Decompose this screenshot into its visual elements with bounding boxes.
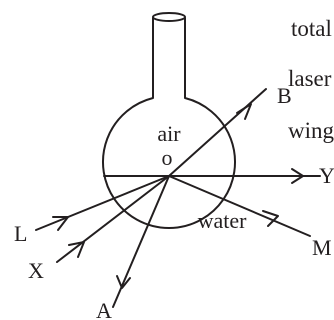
ray-label-b: B xyxy=(277,83,292,108)
ray-lo xyxy=(35,175,170,231)
ray-xo xyxy=(56,175,170,263)
arrowhead-y xyxy=(291,168,304,184)
ray-ob xyxy=(168,88,267,177)
side-text-line-1: total xyxy=(291,16,332,41)
region-label-water: water xyxy=(198,208,248,233)
arrowhead-x xyxy=(68,241,85,258)
ray-ao xyxy=(112,175,170,308)
ray-label-x: X xyxy=(28,258,44,283)
arrowhead-a xyxy=(116,275,131,289)
region-label-air: air xyxy=(157,121,181,146)
ray-label-a: A xyxy=(96,298,112,320)
flask-outline xyxy=(102,17,236,229)
ray-label-m: M xyxy=(312,235,332,260)
flask-mouth-rim xyxy=(152,12,186,22)
ray-label-l: L xyxy=(14,221,27,246)
side-text-line-3: wing xyxy=(288,118,334,143)
arrowhead-l xyxy=(52,216,69,231)
side-text-line-2: laser xyxy=(288,66,332,91)
arrowhead-m xyxy=(262,210,279,227)
ray-om xyxy=(168,175,311,237)
arrowhead-b xyxy=(236,103,252,120)
point-label-o: o xyxy=(162,145,173,170)
ray-label-y: Y xyxy=(319,163,334,188)
